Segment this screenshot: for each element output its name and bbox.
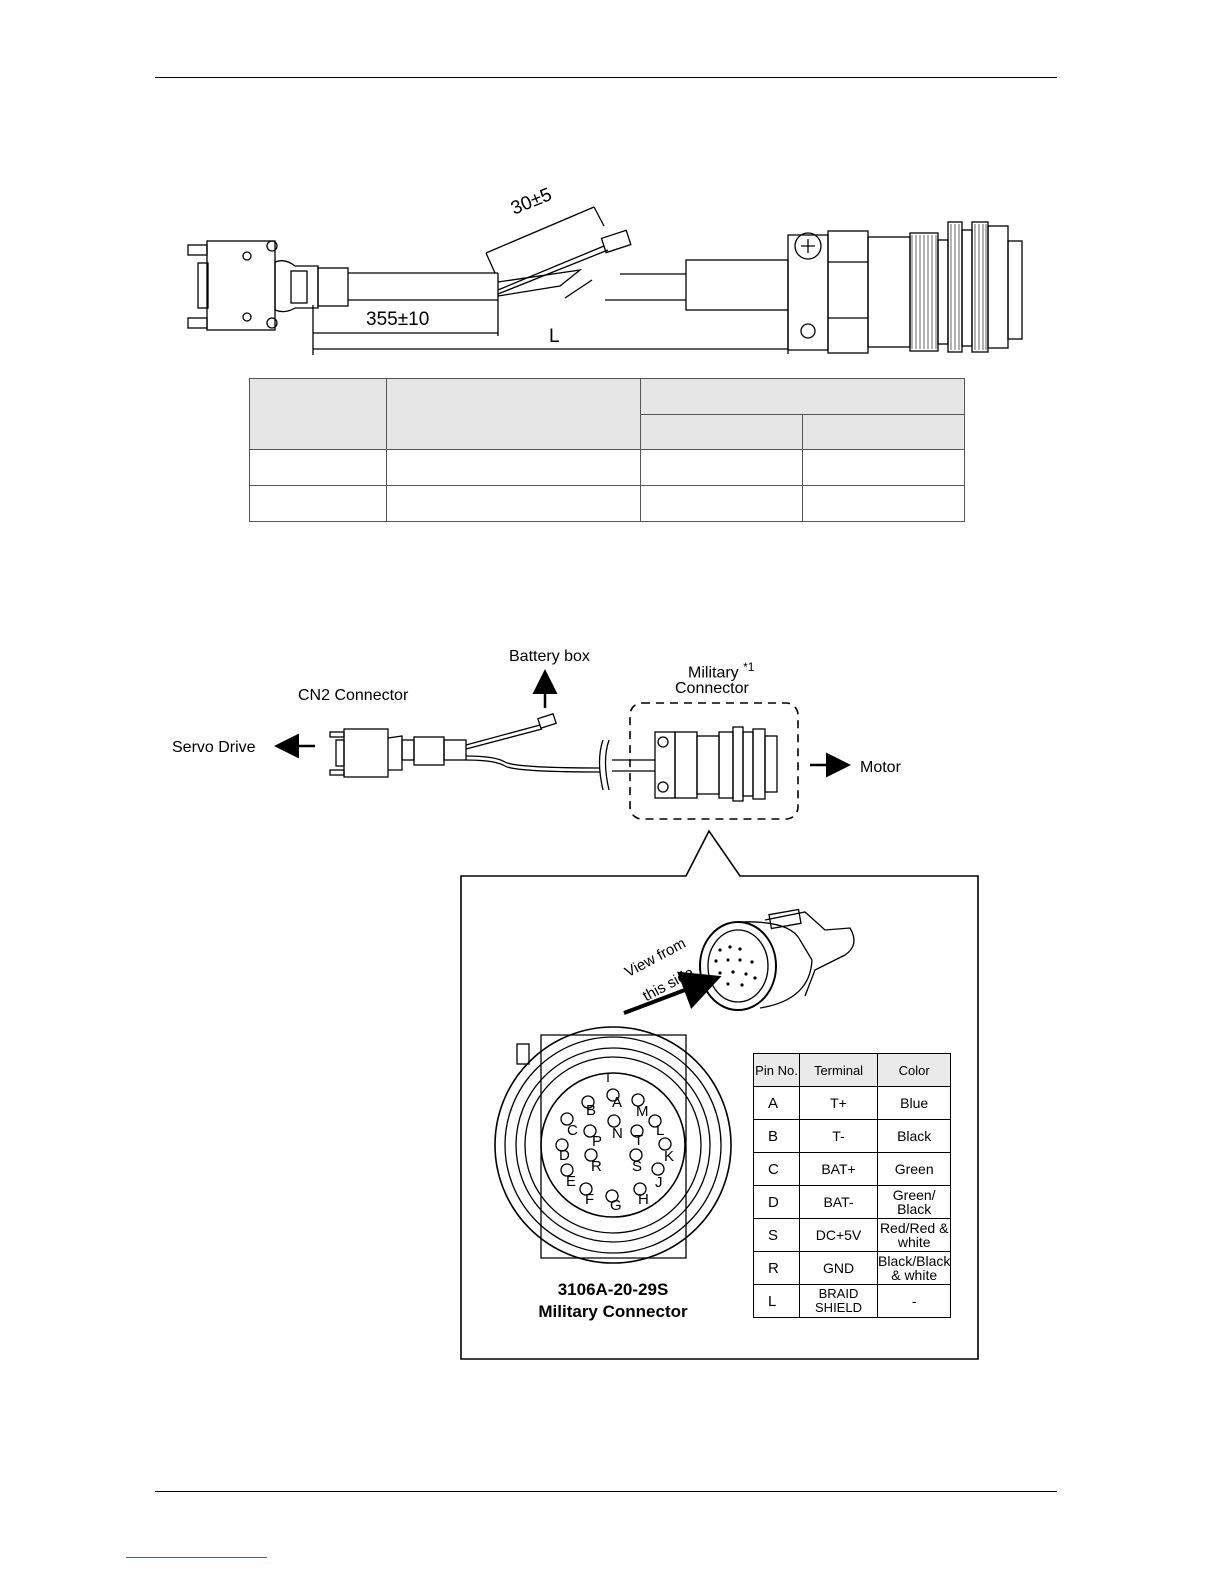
terminal-cell: BRAID SHIELD xyxy=(799,1284,878,1318)
color-cell: Red/Red & white xyxy=(876,1218,952,1252)
spec-cell xyxy=(802,485,965,522)
spec-header-cell xyxy=(640,378,965,415)
spec-cell xyxy=(802,449,965,486)
pin-letter: L xyxy=(656,1122,665,1139)
connector-part-number: 3106A-20-29S xyxy=(557,1280,669,1299)
pin-letter: H xyxy=(638,1191,649,1208)
cable-dimension-drawing xyxy=(187,206,1023,355)
terminal-cell: BAT- xyxy=(799,1185,878,1219)
spec-cell xyxy=(249,485,387,522)
pin-letter: E xyxy=(566,1173,577,1190)
military-label-line1: Military *1 xyxy=(688,660,755,682)
pin-cell: B xyxy=(753,1119,800,1153)
header-rule xyxy=(155,77,1057,78)
color-cell: Blue xyxy=(876,1086,952,1120)
wiring-diagram xyxy=(274,669,979,1360)
pin-letter: M xyxy=(636,1103,649,1120)
military-connector-highlight xyxy=(629,702,799,820)
pin-letter: T xyxy=(634,1132,644,1149)
terminal-cell: T+ xyxy=(799,1086,878,1120)
military-label-line2: Connector xyxy=(675,680,749,697)
pin-cell: S xyxy=(753,1218,800,1252)
color-cell: Black xyxy=(876,1119,952,1153)
terminal-cell: GND xyxy=(799,1251,878,1285)
pin-letter: N xyxy=(612,1125,623,1142)
pin-cell: R xyxy=(753,1251,800,1285)
spec-subheader-cell xyxy=(640,414,803,450)
spec-cell xyxy=(386,485,641,522)
pin-cell: L xyxy=(753,1284,800,1318)
color-cell: Black/Black & white xyxy=(876,1251,952,1285)
pin-letter: G xyxy=(610,1197,622,1214)
pin-no-header: Pin No. xyxy=(753,1053,800,1087)
dim-total-length-label: L xyxy=(549,326,560,347)
pin-letter: J xyxy=(655,1174,663,1191)
cn2-connector-label: CN2 Connector xyxy=(298,687,409,704)
color-cell: Green/ Black xyxy=(876,1185,952,1219)
pin-letter: R xyxy=(591,1158,602,1175)
pin-letter: F xyxy=(585,1191,595,1208)
pin-cell: D xyxy=(753,1185,800,1219)
pin-letter: A xyxy=(612,1094,623,1111)
motor-label: Motor xyxy=(860,759,901,776)
servo-drive-label: Servo Drive xyxy=(172,739,256,756)
color-cell: Green xyxy=(876,1152,952,1186)
pin-letter: B xyxy=(586,1102,597,1119)
pin-letter: C xyxy=(567,1122,578,1139)
spec-row xyxy=(249,485,965,522)
pin-letter: P xyxy=(592,1133,603,1150)
pin-cell: A xyxy=(753,1086,800,1120)
spec-subheader-cell xyxy=(802,414,965,450)
spec-cell xyxy=(386,449,641,486)
spec-header-cell xyxy=(249,378,387,450)
pin-letter: D xyxy=(559,1147,570,1164)
pin-letter: K xyxy=(664,1148,675,1165)
connector-caption: Military Connector xyxy=(538,1302,688,1321)
spec-cell xyxy=(640,449,803,486)
spec-header-cell xyxy=(386,378,641,450)
dim-cn2-length-label: 355±10 xyxy=(366,309,430,330)
pin-sockets xyxy=(555,1088,672,1203)
view-direction-arrow xyxy=(623,971,722,1015)
spec-cell xyxy=(640,485,803,522)
detail-callout-frame xyxy=(460,829,979,1360)
pin-letter: S xyxy=(632,1158,643,1175)
spec-table xyxy=(249,378,965,522)
battery-box-label: Battery box xyxy=(509,648,590,665)
color-cell: - xyxy=(876,1284,952,1318)
footer-link-underline xyxy=(126,1557,267,1558)
terminal-cell: BAT+ xyxy=(799,1152,878,1186)
terminal-cell: DC+5V xyxy=(799,1218,878,1252)
pin-cell: C xyxy=(753,1152,800,1186)
color-header: Color xyxy=(876,1053,952,1087)
terminal-header: Terminal xyxy=(799,1053,878,1087)
footer-rule xyxy=(155,1491,1057,1492)
footnote-marker: *1 xyxy=(743,660,755,674)
terminal-cell: T- xyxy=(799,1119,878,1153)
